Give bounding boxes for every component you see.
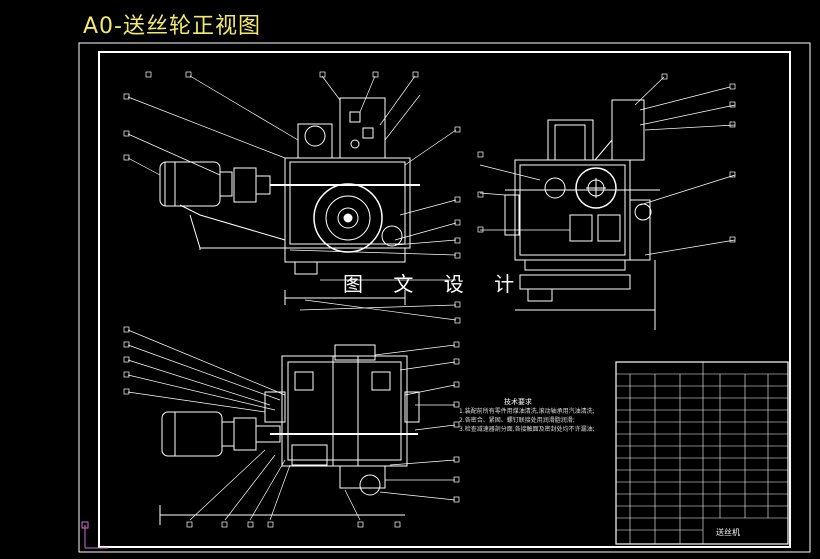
top-view [159,344,420,525]
front-view [159,97,420,305]
tech-req-item: 3.检查减速器剖分面,各接触面及密封处均不许漏油; [459,426,595,433]
leader-lines [127,75,736,521]
balloons [123,71,736,528]
technical-requirements: 技术要求 1.装配前所有零件用煤油清洗,滚动轴承用汽油清洗; 2.各密合、紧固、… [459,398,599,434]
tech-req-item: 2.各密合、紧固、螺钉联接处用润滑脂润滑; [459,417,575,424]
title-block-name: 送丝机 [716,528,740,537]
watermark-text: 图 文 设 计 [343,272,527,296]
title-block [615,361,789,545]
tech-req-item: 1.装配前所有零件用煤油清洗,滚动轴承用汽油清洗; [459,408,595,415]
drawing-title: A0-送丝轮正视图 [83,14,261,39]
side-view [504,99,660,330]
origin-marker [81,521,108,549]
tech-req-heading: 技术要求 [504,398,532,406]
outer-frame [78,42,811,553]
inner-frame [98,51,791,548]
